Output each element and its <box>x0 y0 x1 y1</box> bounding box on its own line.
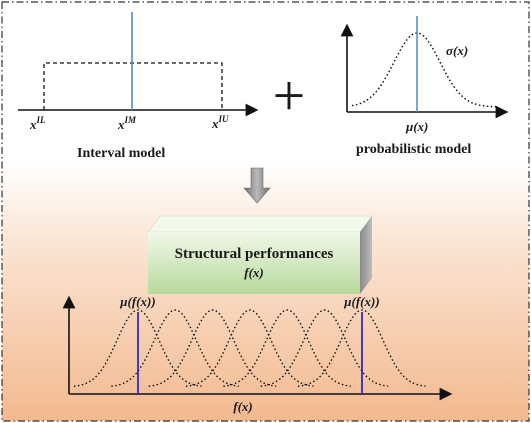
mu-label: μ(x) <box>405 119 428 134</box>
interval-dashed-box <box>43 62 223 110</box>
structural-function-label: f(x) <box>244 265 264 280</box>
interval-upper-label: xIU <box>211 114 229 131</box>
bottom-x-axis-label: f(x) <box>233 399 253 414</box>
box-top-face <box>147 215 373 233</box>
interval-lower-label: xIL <box>29 115 46 132</box>
structural-performances-title: Structural performances <box>175 246 334 262</box>
normal-distribution-curve <box>351 32 497 108</box>
interval-model-caption: Interval model <box>77 146 165 161</box>
box-front-face <box>148 232 360 294</box>
down-arrow-icon <box>243 167 271 204</box>
interval-model-panel: xIL xIM xIU Interval model <box>18 12 259 161</box>
distribution-curve <box>148 309 277 387</box>
probabilistic-model-panel: σ(x) μ(x) probabilistic model <box>340 16 509 157</box>
probabilistic-model-caption: probabilistic model <box>356 142 471 157</box>
bottom-distribution-plot: μ(f(x)) μ(f(x)) f(x) <box>62 294 453 414</box>
box-side-face <box>360 216 372 294</box>
mu-f-label-right: μ(f(x)) <box>343 294 379 309</box>
distribution-curve <box>111 309 239 387</box>
distribution-curves-group <box>73 309 426 387</box>
structural-performances-box: Structural performances f(x) <box>147 215 373 294</box>
distribution-curve <box>73 309 202 387</box>
distribution-curve <box>260 309 389 387</box>
mu-f-label-left: μ(f(x)) <box>119 294 155 309</box>
distribution-curve <box>297 309 426 387</box>
sigma-label: σ(x) <box>446 43 468 58</box>
distribution-curve <box>223 309 351 387</box>
interval-middle-label: xIM <box>117 115 137 132</box>
distribution-curve <box>185 309 314 387</box>
plus-symbol: + <box>273 63 306 128</box>
